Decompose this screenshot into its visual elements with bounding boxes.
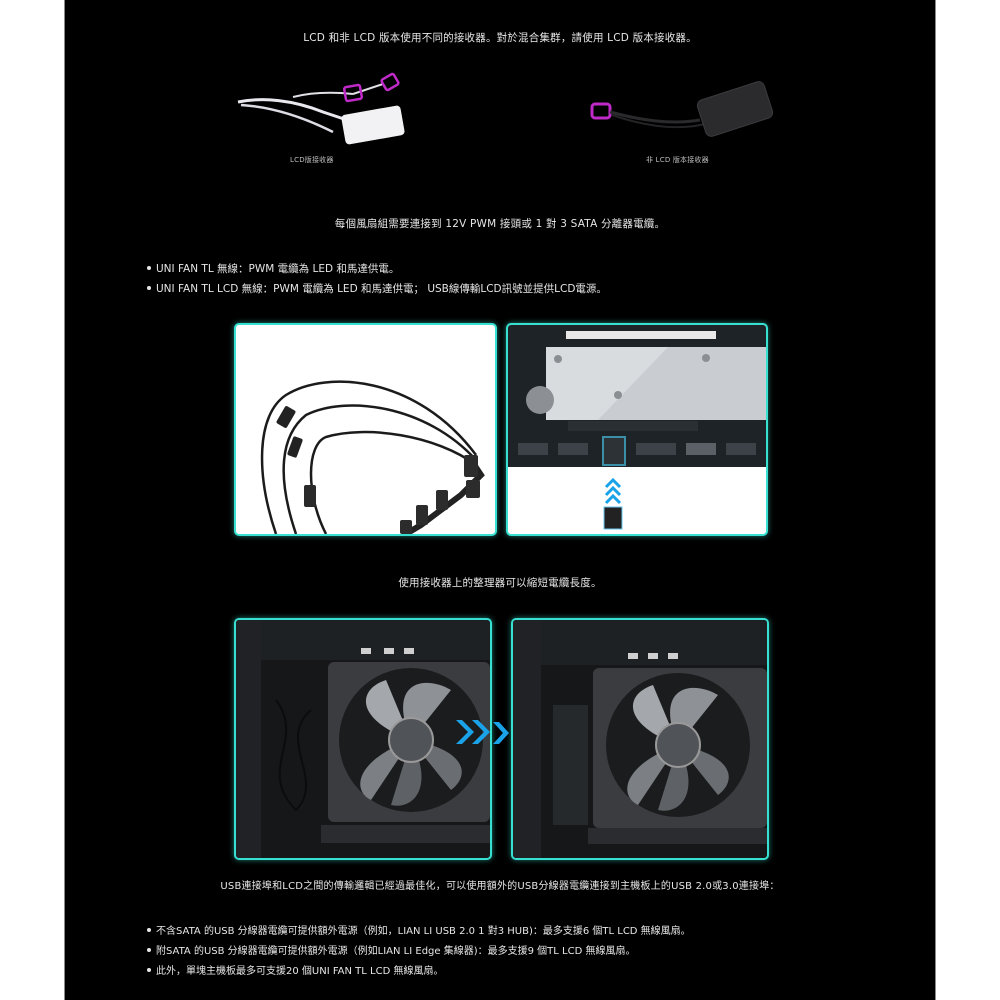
product-description-section: LCD 和非 LCD 版本使用不同的接收器。對於混合集群，請使用 LCD 版本接…	[64, 0, 936, 1000]
pwm-splitter-cable-image	[234, 323, 497, 536]
motherboard-header-image	[506, 323, 768, 536]
usb-optimization-note: USB連接埠和LCD之間的傳輸邏輯已經過最佳化，可以使用額外的USB分線器電纜連…	[220, 881, 780, 892]
fan-after-image	[511, 618, 769, 860]
fan-before-image	[234, 618, 492, 860]
lcd-receiver-caption: LCD版接收器	[290, 156, 334, 164]
bullet-dot-icon	[147, 928, 151, 932]
lcd-receiver-image	[233, 72, 408, 152]
bullet-max-fans: 此外，單塊主機板最多可支援20 個UNI FAN TL LCD 無線風扇。	[147, 962, 443, 977]
bullet-dot-icon	[147, 948, 151, 952]
non-lcd-receiver-caption: 非 LCD 版本接收器	[646, 156, 709, 164]
bullet-dot-icon	[147, 286, 151, 290]
pwm-requirement-note: 每個風扇組需要連接到 12V PWM 接頭或 1 對 3 SATA 分離器電纜。	[334, 218, 666, 230]
bullet-usb-no-sata: 不含SATA 的USB 分線器電纜可提供額外電源（例如，LIAN LI USB …	[147, 922, 691, 937]
bullet-tl-lcd-wireless: UNI FAN TL LCD 無線：PWM 電纜為 LED 和馬達供電； USB…	[147, 281, 607, 296]
bullet-tl-wireless: UNI FAN TL 無線：PWM 電纜為 LED 和馬達供電。	[147, 261, 399, 276]
bullet-usb-with-sata: 附SATA 的USB 分線器電纜可提供額外電源（例如LIAN LI Edge 集…	[147, 942, 635, 957]
organizer-caption: 使用接收器上的整理器可以縮短電纜長度。	[398, 577, 602, 589]
chevron-right-arrows-icon	[491, 720, 513, 746]
non-lcd-receiver-image	[590, 80, 775, 150]
bullet-dot-icon	[147, 968, 151, 972]
receiver-note: LCD 和非 LCD 版本使用不同的接收器。對於混合集群，請使用 LCD 版本接…	[303, 32, 697, 44]
bullet-dot-icon	[147, 266, 151, 270]
